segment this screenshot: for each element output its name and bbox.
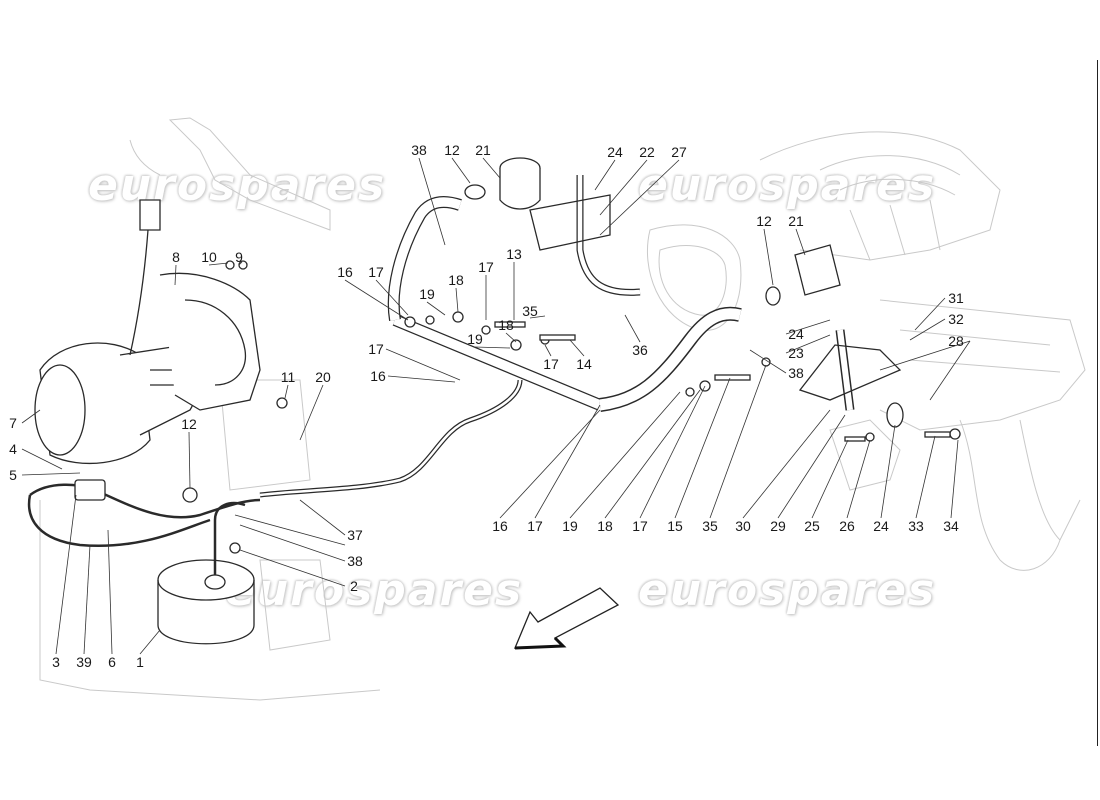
callout-24: 24 bbox=[607, 144, 623, 160]
callout-34: 34 bbox=[943, 518, 959, 534]
callout-10: 10 bbox=[201, 249, 217, 265]
callout-37: 37 bbox=[347, 527, 363, 543]
callout-32: 32 bbox=[948, 311, 964, 327]
callout-15: 15 bbox=[667, 518, 683, 534]
callout-17: 17 bbox=[632, 518, 648, 534]
watermark: eurospares bbox=[88, 160, 387, 211]
callout-17: 17 bbox=[527, 518, 543, 534]
callout-3: 3 bbox=[52, 654, 60, 670]
callout-21: 21 bbox=[475, 142, 491, 158]
callout-17: 17 bbox=[368, 264, 384, 280]
callout-7: 7 bbox=[9, 415, 17, 431]
callout-18: 18 bbox=[448, 272, 464, 288]
callout-13: 13 bbox=[506, 246, 522, 262]
callout-4: 4 bbox=[9, 441, 17, 457]
callout-2: 2 bbox=[350, 578, 358, 594]
callout-21: 21 bbox=[788, 213, 804, 229]
callout-29: 29 bbox=[770, 518, 786, 534]
callout-12: 12 bbox=[444, 142, 460, 158]
callout-12: 12 bbox=[756, 213, 772, 229]
callout-35: 35 bbox=[702, 518, 718, 534]
callout-18: 18 bbox=[498, 317, 514, 333]
watermark: eurospares bbox=[638, 160, 937, 211]
callout-33: 33 bbox=[908, 518, 924, 534]
callout-19: 19 bbox=[419, 286, 435, 302]
callout-39: 39 bbox=[76, 654, 92, 670]
callout-31: 31 bbox=[948, 290, 964, 306]
parts-artwork bbox=[27, 157, 961, 645]
callout-23: 23 bbox=[788, 345, 804, 361]
leader-lines bbox=[21, 157, 971, 655]
direction-arrow-icon bbox=[514, 587, 620, 650]
callout-17: 17 bbox=[543, 356, 559, 372]
callout-26: 26 bbox=[839, 518, 855, 534]
callout-22: 22 bbox=[639, 144, 655, 160]
callout-38: 38 bbox=[347, 553, 363, 569]
callout-11: 11 bbox=[280, 369, 296, 385]
callout-17: 17 bbox=[368, 341, 384, 357]
page-edge-divider bbox=[1097, 60, 1098, 746]
callout-14: 14 bbox=[576, 356, 592, 372]
callout-24: 24 bbox=[873, 518, 889, 534]
callout-17: 17 bbox=[478, 259, 494, 275]
background-engine-outline bbox=[39, 117, 1086, 701]
callout-28: 28 bbox=[948, 333, 964, 349]
watermark: eurospares bbox=[225, 565, 524, 616]
callout-19: 19 bbox=[562, 518, 578, 534]
callout-9: 9 bbox=[235, 249, 243, 265]
callout-38: 38 bbox=[788, 365, 804, 381]
callout-16: 16 bbox=[492, 518, 508, 534]
callout-6: 6 bbox=[108, 654, 116, 670]
watermark: eurospares bbox=[638, 565, 937, 616]
callout-18: 18 bbox=[597, 518, 613, 534]
callout-1: 1 bbox=[136, 654, 144, 670]
callout-27: 27 bbox=[671, 144, 687, 160]
callout-36: 36 bbox=[632, 342, 648, 358]
callout-16: 16 bbox=[370, 368, 386, 384]
callout-30: 30 bbox=[735, 518, 751, 534]
callout-24: 24 bbox=[788, 326, 804, 342]
callout-8: 8 bbox=[172, 249, 180, 265]
callout-19: 19 bbox=[467, 331, 483, 347]
callout-16: 16 bbox=[337, 264, 353, 280]
callout-5: 5 bbox=[9, 467, 17, 483]
callout-35: 35 bbox=[522, 303, 538, 319]
callout-25: 25 bbox=[804, 518, 820, 534]
callout-12: 12 bbox=[181, 416, 197, 432]
callout-38: 38 bbox=[411, 142, 427, 158]
callout-20: 20 bbox=[315, 369, 331, 385]
